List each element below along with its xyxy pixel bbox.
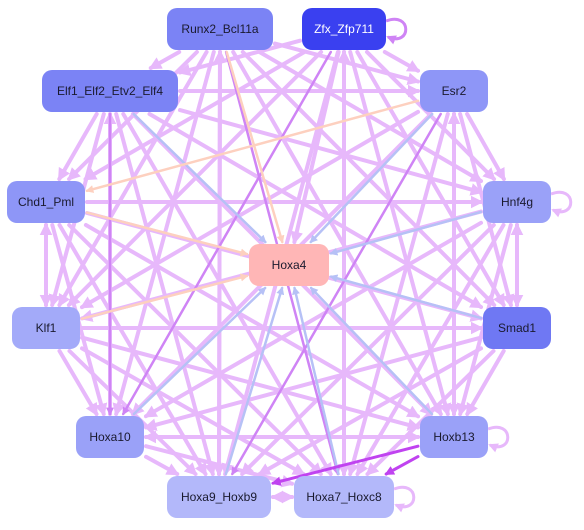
edge-chd1-to-hoxa4 (85, 211, 249, 257)
edge-hoxa9-to-runx2 (213, 49, 227, 476)
edge-runx2-to-esr2 (273, 41, 421, 86)
edge-chd1-to-hoxb13 (83, 223, 421, 419)
edge-hnf4g-to-hoxa10 (143, 220, 483, 419)
edge-zfx-to-elf1 (177, 38, 302, 77)
node-label-esr2: Esr2 (442, 84, 467, 98)
node-hoxb13[interactable]: Hoxb13 (420, 416, 488, 458)
edge-smad1-to-hoxb13 (465, 349, 506, 417)
node-elf1[interactable]: Elf1_Elf2_Etv2_Elf4 (42, 70, 178, 112)
node-box-elf1 (42, 70, 178, 112)
edge-esr2-to-hnf4g (465, 112, 506, 182)
node-box-hoxa7 (294, 476, 394, 518)
edge-runx2-to-hnf4g (257, 50, 484, 183)
node-box-hoxa4 (249, 244, 329, 286)
node-box-esr2 (420, 70, 488, 112)
edge-esr2-to-hoxa4 (309, 112, 434, 244)
edge-runx2-to-elf1 (148, 50, 182, 70)
edge-smad1-to-hoxa4 (329, 274, 483, 320)
edge-klf1-to-hoxa7 (80, 346, 306, 476)
node-zfx[interactable]: Zfx_Zfp711 (302, 8, 386, 50)
node-hoxa10[interactable]: Hoxa10 (76, 416, 144, 458)
node-smad1[interactable]: Smad1 (483, 307, 551, 349)
edge-hoxa10-to-hoxa9 (144, 454, 180, 476)
edge-elf1-to-chd1 (57, 112, 99, 182)
node-label-hoxa7: Hoxa7_Hoxc8 (306, 490, 382, 504)
edge-hoxb13-to-hoxa7 (384, 455, 420, 476)
edge-hoxa9-to-hoxa4 (224, 286, 285, 476)
edge-hoxa10-to-hoxa4 (132, 286, 267, 416)
node-label-runx2: Runx2_Bcl11a (181, 22, 258, 36)
node-label-hoxb13: Hoxb13 (433, 430, 475, 444)
node-box-hnf4g (483, 181, 551, 223)
edge-esr2-to-klf1 (79, 109, 420, 310)
node-chd1[interactable]: Chd1_Pml (7, 181, 85, 223)
edge-esr2-to-chd1 (85, 99, 420, 193)
self-loop-hoxa7 (393, 485, 416, 513)
self-loop-hoxb13 (487, 425, 510, 453)
edge-hoxb13-to-hoxa4 (309, 286, 434, 416)
edge-klf1-to-hoxa4 (80, 273, 249, 320)
node-label-klf1: Klf1 (36, 321, 57, 335)
edge-runx2-to-hoxb13 (231, 50, 443, 417)
node-layer: Runx2_Bcl11a Zfx_Zfp711Elf1_Elf2_Etv2_Elf… (7, 8, 551, 518)
edge-elf1-to-hoxa4 (132, 112, 267, 244)
node-box-chd1 (7, 181, 85, 223)
node-hoxa4[interactable]: Hoxa4 (249, 244, 329, 286)
edge-hnf4g-to-hoxa9 (240, 223, 496, 476)
node-box-smad1 (483, 307, 551, 349)
node-box-zfx (302, 8, 386, 50)
node-esr2[interactable]: Esr2 (420, 70, 488, 112)
node-box-hoxa10 (76, 416, 144, 458)
edge-esr2-to-hoxa9 (231, 112, 442, 476)
edge-hoxa7-to-hoxa4 (292, 286, 340, 476)
edge-zfx-to-hoxa10 (121, 50, 333, 416)
self-loop-zfx (385, 17, 408, 45)
edge-layer (39, 17, 573, 513)
node-box-runx2 (167, 8, 273, 50)
node-hnf4g[interactable]: Hnf4g (483, 181, 551, 223)
node-hoxa7[interactable]: Hoxa7_Hoxc8 (294, 476, 394, 518)
node-klf1[interactable]: Klf1 (12, 307, 80, 349)
edge-hoxb13-to-hoxa9 (271, 444, 420, 486)
self-loop-hnf4g (550, 190, 573, 218)
node-label-smad1: Smad1 (498, 321, 536, 335)
edge-smad1-to-hoxa9 (257, 346, 483, 476)
edge-klf1-to-hoxb13 (80, 335, 421, 431)
node-label-hoxa9: Hoxa9_Hoxb9 (181, 490, 257, 504)
node-label-hoxa10: Hoxa10 (89, 430, 131, 444)
node-hoxa9[interactable]: Hoxa9_Hoxb9 (167, 476, 271, 518)
edge-elf1-to-hoxa7 (121, 112, 333, 477)
edge-klf1-to-hoxa10 (57, 349, 99, 417)
node-label-elf1: Elf1_Elf2_Etv2_Elf4 (57, 84, 163, 98)
edge-hnf4g-to-hoxa4 (329, 210, 483, 256)
node-box-klf1 (12, 307, 80, 349)
node-label-zfx: Zfx_Zfp711 (314, 22, 374, 36)
node-label-hoxa4: Hoxa4 (272, 258, 307, 272)
edge-zfx-to-esr2 (382, 50, 421, 73)
node-label-hnf4g: Hnf4g (501, 195, 533, 209)
node-box-hoxa9 (167, 476, 271, 518)
node-runx2[interactable]: Runx2_Bcl11a (167, 8, 273, 50)
node-label-chd1: Chd1_Pml (18, 195, 74, 209)
node-box-hoxb13 (420, 416, 488, 458)
edge-runx2-to-hoxa4 (225, 50, 285, 244)
edge-elf1-to-smad1 (147, 112, 484, 309)
